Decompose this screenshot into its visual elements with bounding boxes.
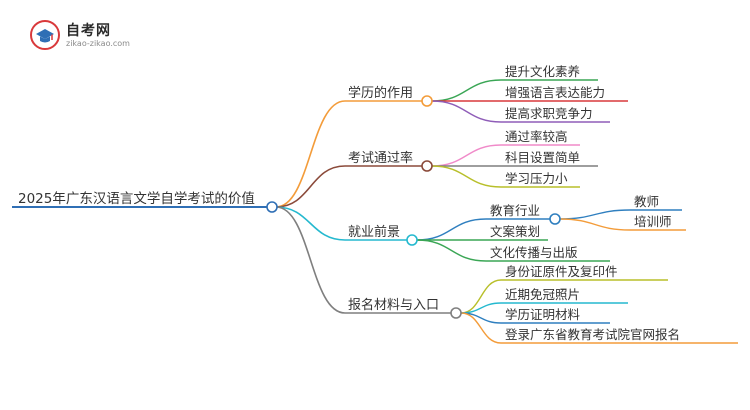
branch-connector bbox=[275, 165, 346, 208]
child-connector bbox=[431, 165, 502, 188]
branch-node-label[interactable]: 报名材料与入口 bbox=[348, 297, 439, 313]
grandchild-connector bbox=[559, 209, 631, 220]
child-connector bbox=[431, 144, 502, 167]
branch-node-label[interactable]: 学历的作用 bbox=[348, 85, 413, 101]
child-connector bbox=[460, 312, 502, 344]
logo-subtitle: zikao-zikao.com bbox=[66, 39, 130, 48]
child-node-label[interactable]: 科目设置简单 bbox=[505, 150, 580, 165]
child-connector bbox=[416, 239, 487, 262]
root-expand-toggle-knob[interactable] bbox=[266, 201, 278, 213]
mindmap-labels: 2025年广东汉语言文学自学考试的价值 学历的作用 提升文化素养增强语言表达能力提高… bbox=[18, 64, 680, 342]
child-node-label[interactable]: 增强语言表达能力 bbox=[505, 85, 605, 100]
child-node-label[interactable]: 学历证明材料 bbox=[505, 307, 581, 322]
child-node-label[interactable]: 提高求职竞争力 bbox=[505, 106, 593, 121]
expand-toggle-knob[interactable] bbox=[406, 234, 418, 246]
mindmap-underlines bbox=[12, 79, 738, 344]
child-node-label[interactable]: 文化传播与出版 bbox=[490, 245, 578, 260]
child-connector bbox=[431, 79, 502, 102]
child-node-label[interactable]: 提升文化素养 bbox=[505, 64, 580, 79]
child-node-label[interactable]: 学习压力小 bbox=[505, 171, 568, 186]
root-node-label[interactable]: 2025年广东汉语言文学自学考试的价值 bbox=[18, 191, 255, 207]
child-node-label[interactable]: 文案策划 bbox=[490, 224, 540, 239]
logo-title: 自考网 bbox=[66, 23, 111, 39]
mindmap-knobs bbox=[266, 95, 561, 319]
branch-connector bbox=[275, 206, 346, 314]
site-logo[interactable]: 自考网 zikao-zikao.com bbox=[30, 18, 150, 52]
child-connector bbox=[431, 100, 502, 123]
child-connector bbox=[416, 218, 487, 241]
grandchild-node-label[interactable]: 教师 bbox=[634, 194, 659, 209]
grandchild-connector bbox=[559, 218, 631, 231]
graduation-cap-icon bbox=[30, 20, 60, 50]
expand-toggle-knob[interactable] bbox=[421, 95, 433, 107]
grandchild-node-label[interactable]: 培训师 bbox=[634, 214, 672, 229]
expand-toggle-knob[interactable] bbox=[549, 213, 561, 225]
branch-node-label[interactable]: 考试通过率 bbox=[348, 150, 413, 166]
child-node-label[interactable]: 近期免冠照片 bbox=[505, 287, 580, 302]
child-node-label[interactable]: 登录广东省教育考试院官网报名 bbox=[505, 327, 680, 342]
expand-toggle-knob[interactable] bbox=[450, 307, 462, 319]
child-node-label[interactable]: 通过率较高 bbox=[505, 129, 568, 144]
branch-connector bbox=[275, 206, 346, 241]
mindmap-edges bbox=[275, 79, 631, 344]
child-node-label[interactable]: 教育行业 bbox=[490, 203, 540, 218]
branch-node-label[interactable]: 就业前景 bbox=[348, 224, 400, 240]
branch-connector bbox=[275, 100, 346, 208]
child-node-label[interactable]: 身份证原件及复印件 bbox=[505, 264, 618, 279]
expand-toggle-knob[interactable] bbox=[421, 160, 433, 172]
